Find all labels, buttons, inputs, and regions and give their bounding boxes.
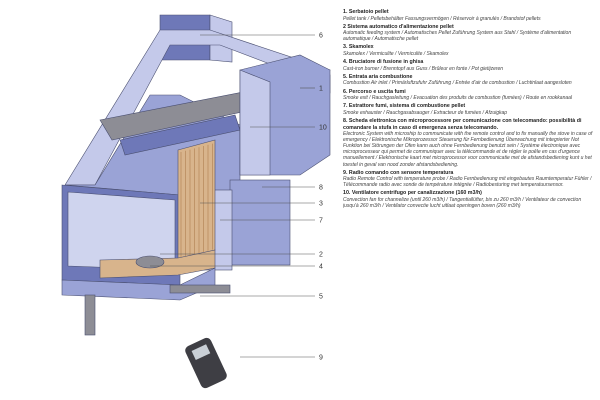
legend-description: Smoke exit / Rauchgasleitung / Evacuatio…	[343, 95, 573, 102]
legend-description: Smoke exhauster / Rauchgasabsauger / Ext…	[343, 109, 508, 116]
legend-item: 4. Bruciatore di fusione in ghisa Cast-i…	[343, 59, 597, 72]
pellet-tank-front	[239, 69, 271, 176]
legend-description: Radio Remote Control with temperature pr…	[343, 176, 592, 189]
callout-number: 6	[319, 33, 323, 40]
legend-description: Cast-iron burner / Brenntopf aus Guss / …	[343, 65, 504, 72]
legend-description: Combustion Air inlet / Primärluftzufuhr …	[343, 80, 572, 87]
air-inlet-pipe	[84, 294, 96, 336]
lining-stripes	[180, 143, 213, 258]
legend-item: 9. Radio comando con sensore temperatura…	[343, 170, 597, 189]
legend-description: Skamolex / Vermiculite / Vermiculite / S…	[343, 51, 449, 58]
callout-number: 7	[319, 218, 323, 225]
legend-title: 4. Bruciatore di fusione in ghisa	[343, 59, 424, 66]
legend-title: 7. Estrattore fumi, sistema di combustio…	[343, 103, 466, 110]
air-inlet-pipe-right	[169, 284, 231, 294]
callout-number: 5	[319, 294, 323, 301]
legend-item: 7. Estrattore fumi, sistema di combustio…	[343, 103, 597, 116]
callout-number: 3	[319, 201, 323, 208]
legend-description: Automatic feeding system / Automatisches…	[343, 30, 572, 43]
legend-title: 10. Ventilatore centrifugo per canalizza…	[343, 190, 482, 197]
legend-description: Pellet tank / Pelletsbehälter Fassungsve…	[343, 15, 541, 22]
legend-item: 6. Percorso e uscita fumi Smoke exit / R…	[343, 89, 597, 102]
skamolex-lining-back	[177, 139, 216, 261]
legend-item: 1. Serbatoio pellet Pellet tank / Pellet…	[343, 9, 597, 22]
cast-iron-burner	[135, 255, 165, 269]
legend-item: 2 Sistema automatico d'alimentazione pel…	[343, 24, 597, 43]
legend-item: 8. Scheda elettronica con microprocessor…	[343, 118, 597, 168]
legend-description: Electronic System with microship to comm…	[343, 131, 593, 168]
legend-item: 5. Entrata aria combustione Combustion A…	[343, 74, 597, 87]
callout-number: 2	[319, 252, 323, 259]
legend-description: Convection fan for channelize (until 260…	[343, 197, 582, 210]
remote-screen	[191, 344, 211, 361]
legend-title: 8. Scheda elettronica con microprocessor…	[343, 117, 582, 131]
legend-title: 9. Radio comando con sensore temperatura	[343, 169, 454, 176]
legend-title: 1. Serbatoio pellet	[343, 9, 389, 15]
legend: 1. Serbatoio pellet Pellet tank / Pellet…	[343, 9, 597, 397]
electronics-box	[229, 179, 291, 266]
legend-title: 5. Entrata aria combustione	[343, 73, 413, 80]
legend-title: 2 Sistema automatico d'alimentazione pel…	[343, 23, 454, 30]
legend-item: 10. Ventilatore centrifugo per canalizza…	[343, 190, 597, 209]
remote-control	[185, 337, 227, 389]
legend-title: 3. Skamolex	[343, 44, 374, 51]
legend-title: 6. Percorso e uscita fumi	[343, 88, 406, 95]
callout-number: 1	[319, 86, 323, 93]
legend-item: 3. Skamolex Skamolex / Vermiculite / Ver…	[343, 44, 597, 57]
callout-number: 8	[319, 185, 323, 192]
callout-numbers: 6 1 10 8 3 7 2 4 5 9	[319, 33, 327, 362]
callout-number: 9	[319, 355, 323, 362]
callout-number: 10	[319, 125, 327, 132]
callout-lines	[150, 34, 315, 358]
callout-number: 4	[319, 264, 323, 271]
